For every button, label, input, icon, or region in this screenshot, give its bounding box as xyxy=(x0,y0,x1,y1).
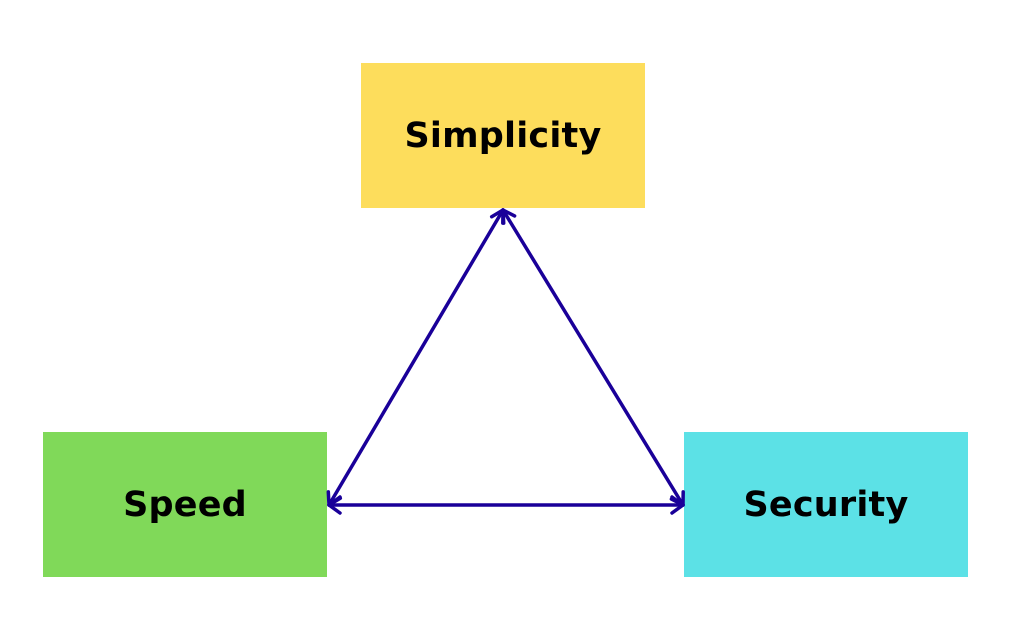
speed-label: Speed xyxy=(123,484,247,525)
security-node: Security xyxy=(684,432,968,577)
edge-simplicity-speed xyxy=(326,208,506,507)
security-label: Security xyxy=(743,484,909,525)
edge-speed-security xyxy=(327,495,685,515)
edge-simplicity-security xyxy=(501,208,685,507)
simplicity-node: Simplicity xyxy=(361,63,645,208)
speed-node: Speed xyxy=(43,432,327,577)
simplicity-label: Simplicity xyxy=(404,115,602,156)
